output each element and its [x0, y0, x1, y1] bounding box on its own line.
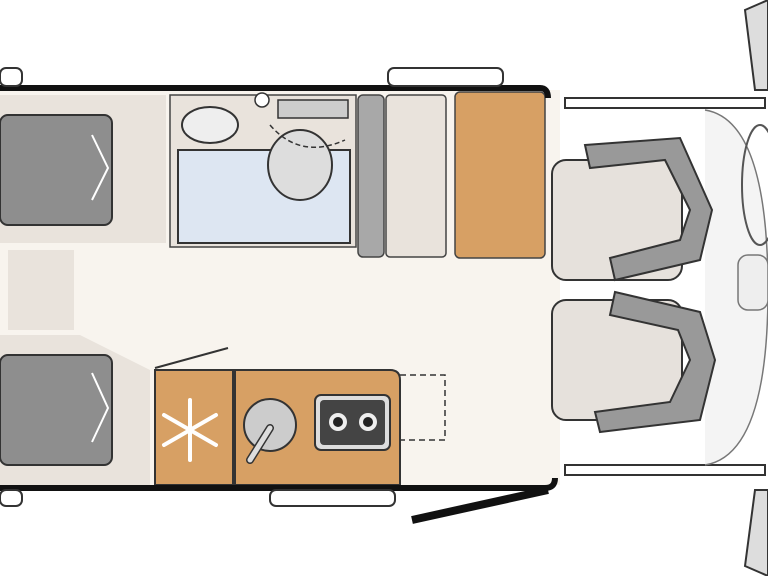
dashboard [704, 109, 768, 466]
kitchen-counter [234, 369, 446, 486]
sink-icon [243, 398, 297, 464]
mirror-top [743, 0, 768, 91]
rear-bed-bottom [0, 335, 229, 485]
mattress-bottom [0, 354, 113, 466]
rear-bed-top [0, 95, 166, 243]
wall-top [0, 85, 551, 99]
hob-icon [314, 394, 391, 451]
cabinet-wood [454, 91, 546, 259]
bed-gap [8, 250, 74, 330]
driver-seat [551, 136, 714, 282]
window-top-right [387, 67, 504, 87]
snowflake-icon [162, 398, 218, 462]
mirror-bottom [743, 489, 768, 576]
entry-door [411, 486, 549, 524]
cabinet-beige [385, 94, 447, 258]
cab [551, 0, 768, 576]
steering-wheel-icon [741, 124, 768, 246]
gear-console [737, 254, 768, 311]
fridge [154, 369, 234, 486]
window-bottom-left [0, 489, 23, 507]
washbasin [181, 106, 239, 144]
passenger-seat [551, 290, 717, 434]
window-top-left [0, 67, 23, 87]
bathroom [169, 92, 357, 248]
window-bottom-center [269, 489, 396, 507]
mattress-top [0, 114, 113, 226]
wardrobe [357, 94, 385, 258]
